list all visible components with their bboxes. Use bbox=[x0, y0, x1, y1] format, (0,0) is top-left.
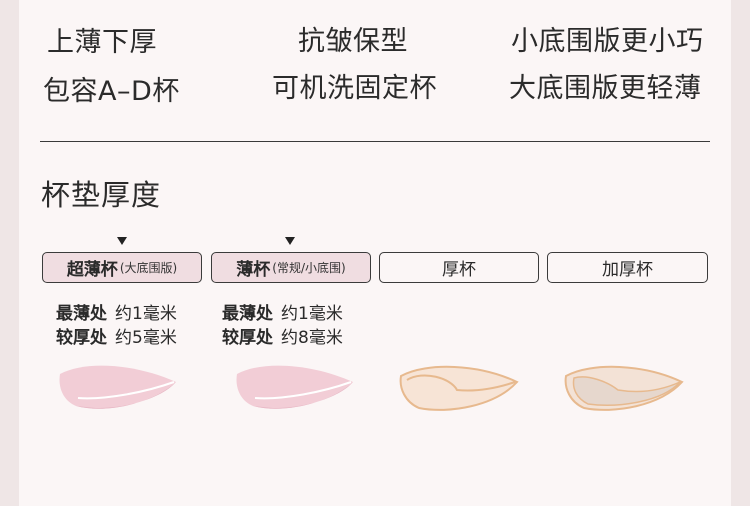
spec-value: 约8毫米 bbox=[281, 328, 343, 348]
feature-3-line-1: 小底围版更小巧 bbox=[511, 26, 704, 57]
thick-cup-image bbox=[399, 365, 519, 411]
tab-label: 薄杯 bbox=[236, 260, 271, 280]
spec-ultra-thin: 最薄处约1毫米 较厚处约5毫米 bbox=[56, 302, 177, 350]
spec-thinnest-row: 最薄处约1毫米 bbox=[222, 302, 343, 326]
extra-thick-cup-image bbox=[564, 365, 684, 411]
thin-cup-image bbox=[236, 365, 353, 409]
spec-label: 最薄处 bbox=[56, 304, 107, 324]
tab-label: 超薄杯 bbox=[66, 260, 118, 280]
tab-sublabel: (大底围版) bbox=[119, 261, 178, 275]
tab-sublabel: (常规/小底围) bbox=[272, 261, 346, 275]
tab-label: 厚杯 bbox=[442, 260, 476, 280]
spec-label: 较厚处 bbox=[56, 328, 107, 348]
tab-extra-thick-cup[interactable]: 加厚杯 bbox=[547, 252, 708, 283]
spec-label: 较厚处 bbox=[222, 328, 273, 348]
feature-1-line-1: 上薄下厚 bbox=[47, 27, 157, 58]
spec-value: 约1毫米 bbox=[115, 304, 177, 324]
spec-thinnest-row: 最薄处约1毫米 bbox=[56, 302, 177, 326]
feature-2-line-1: 抗皱保型 bbox=[298, 26, 408, 57]
spec-label: 最薄处 bbox=[222, 304, 273, 324]
tab-thin-cup[interactable]: 薄杯(常规/小底围) bbox=[211, 252, 371, 283]
section-title: 杯垫厚度 bbox=[41, 178, 162, 212]
spec-value: 约1毫米 bbox=[281, 304, 343, 324]
tab-label: 加厚杯 bbox=[602, 260, 653, 280]
ultra-thin-cup-image bbox=[59, 365, 176, 409]
feature-1-line-2: 包容A–D杯 bbox=[43, 76, 180, 107]
feature-2-line-2: 可机洗固定杯 bbox=[272, 73, 437, 104]
spec-thin: 最薄处约1毫米 较厚处约8毫米 bbox=[222, 302, 343, 350]
tab-ultra-thin-cup[interactable]: 超薄杯(大底围版) bbox=[42, 252, 202, 283]
selected-arrow-icon bbox=[285, 237, 295, 245]
tab-thick-cup[interactable]: 厚杯 bbox=[379, 252, 539, 283]
spec-value: 约5毫米 bbox=[115, 328, 177, 348]
feature-3-line-2: 大底围版更轻薄 bbox=[509, 73, 702, 104]
divider bbox=[40, 141, 710, 142]
spec-thickest-row: 较厚处约8毫米 bbox=[222, 326, 343, 350]
selected-arrow-icon bbox=[117, 237, 127, 245]
spec-thickest-row: 较厚处约5毫米 bbox=[56, 326, 177, 350]
